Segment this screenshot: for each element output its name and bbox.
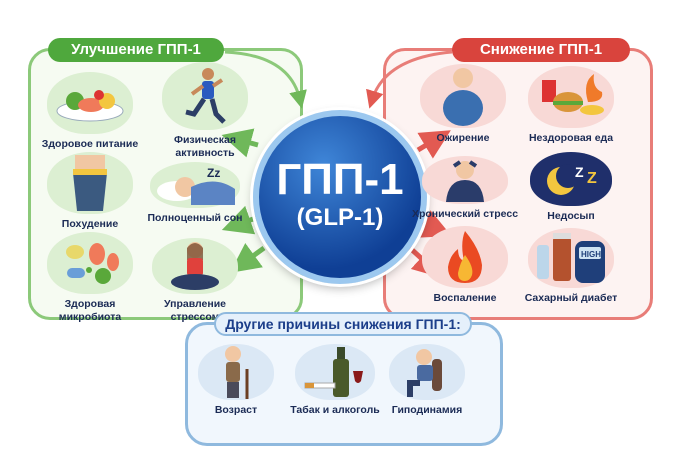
label: Воспаление [433,292,497,304]
arrow-to-obesity [416,130,451,159]
item-unhealthy-food: Нездоровая еда [516,66,626,145]
item-healthy-food: Здоровое питание [35,72,145,151]
label: Недосып [547,210,595,222]
stressed-person-icon [446,160,484,202]
glucometer-icon: HIGH [537,233,605,283]
arrow-to-stress-red [418,210,452,238]
label: Гиподинамия [391,404,463,416]
food-plate-icon [56,90,124,122]
label: Управление стрессом [163,298,227,323]
fire-icon [448,231,482,283]
waist-measure-icon [73,155,107,211]
other-causes-title: Другие причины снижения ГПП-1: [214,312,472,336]
svg-text:Z: Z [587,170,597,187]
label: Полноценный сон [147,212,243,224]
label: Ожирение [436,132,490,144]
item-healthy-microbiota: Здоровая микробиота [35,232,145,324]
svg-text:Zz: Zz [207,166,220,180]
center-subtitle: (GLP-1) [296,204,384,231]
arrow-green-top [224,50,307,109]
label: Здоровое питание [41,138,139,150]
elderly-person-icon [225,346,249,399]
microbes-icon [66,243,119,284]
item-chronic-stress: Хронический стресс [410,156,520,221]
label: Физическая активность [174,134,236,159]
item-physical-activity: Физическая активность [150,62,260,160]
cigarette-bottle-icon [304,347,363,397]
item-hypodynamia: Гиподинамия [372,344,482,417]
label: Сахарный диабет [524,292,618,304]
high-label: HIGH [581,250,601,259]
arrow-to-activity [221,128,259,158]
sleeping-person-icon: Zz [157,166,235,205]
arrow-to-stress [229,243,266,273]
item-inflammation: Воспаление [410,226,520,305]
label: Возраст [214,404,258,416]
label: Нездоровая еда [528,132,614,144]
arrow-red-top [366,50,453,109]
runner-icon [185,68,226,124]
arrow-to-sleep [221,205,257,235]
item-weight-loss: Похудение [35,152,145,231]
label: Похудение [61,218,119,230]
junk-food-icon [542,74,604,115]
glp1-center-circle: ГПП-1 (GLP-1) [253,110,427,284]
svg-text:Z: Z [575,164,584,180]
item-stress-management: Управление стрессом [140,238,250,324]
improve-title: Улучшение ГПП-1 [48,38,224,62]
sitting-person-icon [407,349,442,397]
item-full-sleep: Zz Полноценный сон [140,162,250,225]
meditation-icon [171,242,219,290]
label: Здоровая микробиота [58,298,122,323]
item-tobacco-alcohol: Табак и алкоголь [280,344,390,417]
obese-person-icon [443,68,483,126]
item-obesity: Ожирение [408,64,518,145]
label: Табак и алкоголь [290,404,380,416]
item-diabetes: HIGH Сахарный диабет [516,228,626,305]
decrease-title: Снижение ГПП-1 [452,38,630,62]
label: Хронический стресс [411,208,519,220]
item-age: Возраст [181,344,291,417]
center-title: ГПП-1 [276,155,404,204]
